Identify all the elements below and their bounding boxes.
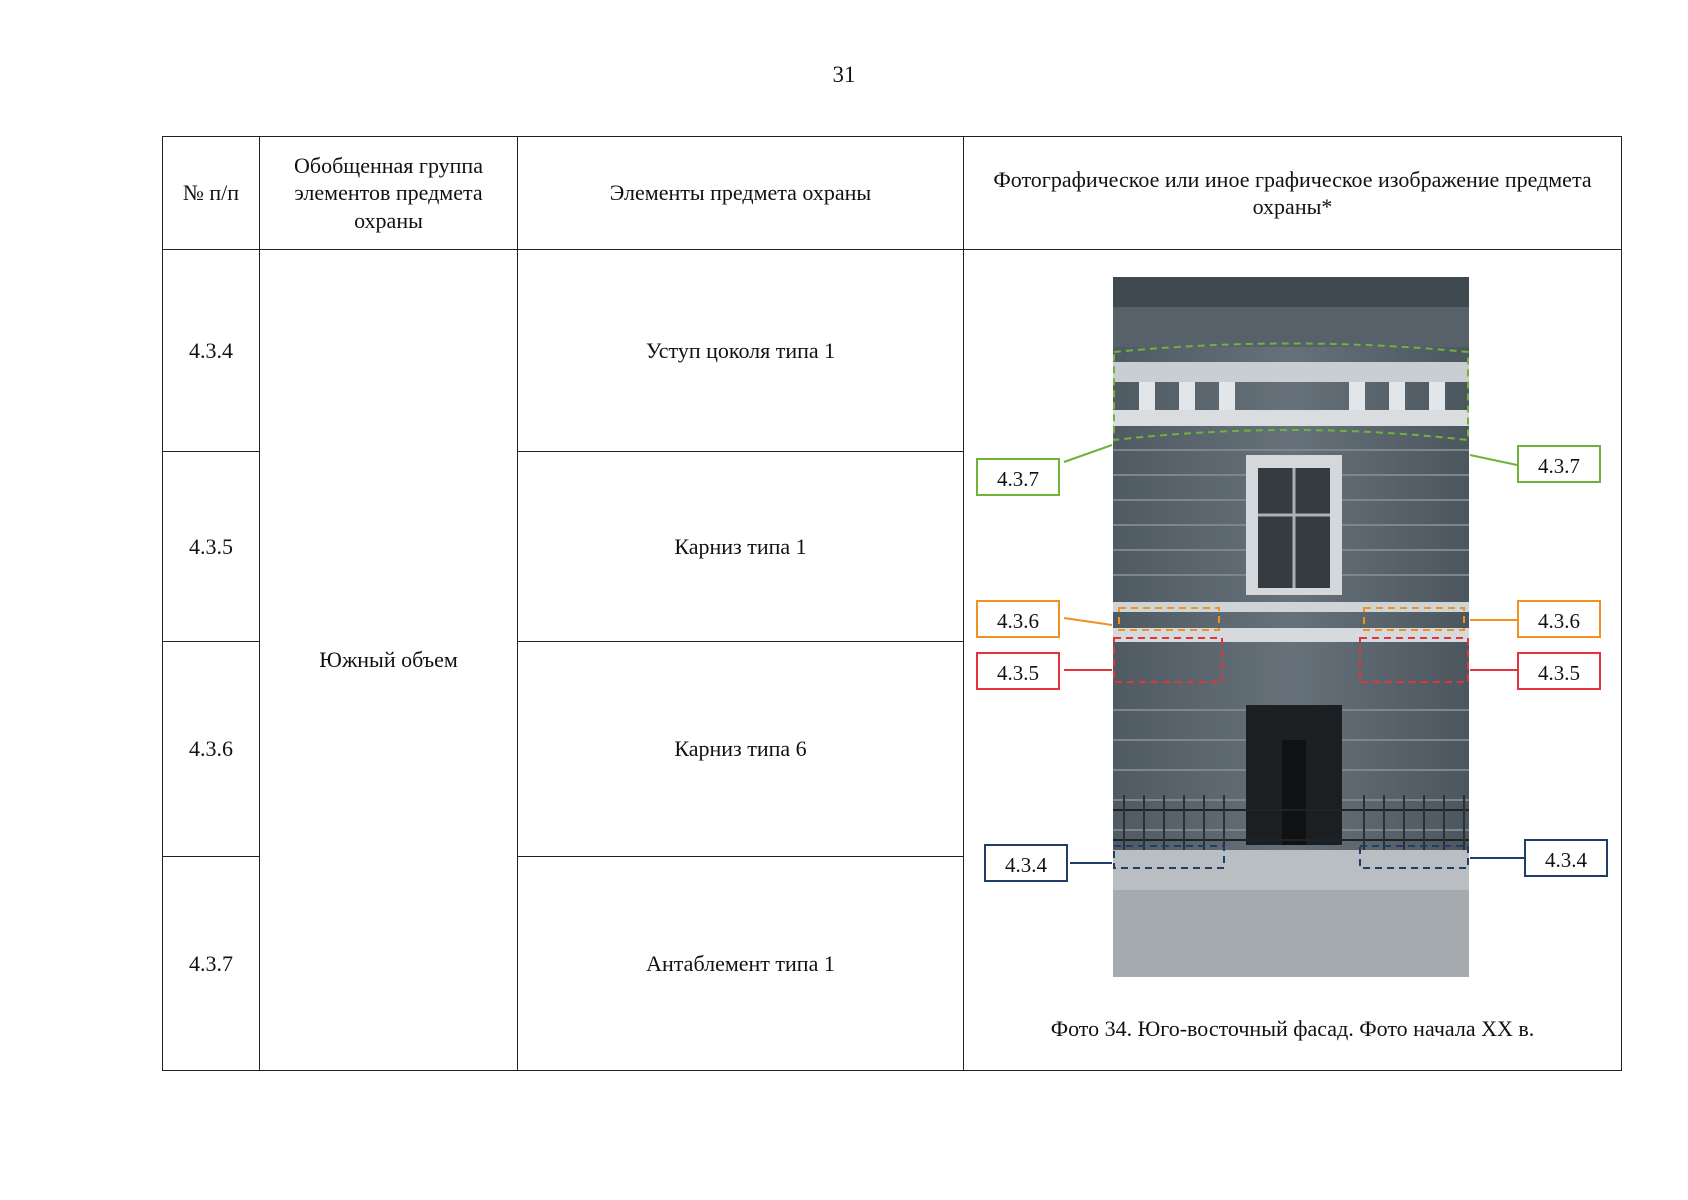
header-group: Обобщенная группа элементов предмета охр… xyxy=(259,135,518,251)
photo-caption: Фото 34. Юго-восточный фасад. Фото начал… xyxy=(1050,1015,1535,1041)
header-image: Фотографическое или иное графическое изо… xyxy=(963,135,1622,251)
row-num: 4.3.4 xyxy=(162,249,260,452)
callout-left-434: 4.3.4 xyxy=(984,844,1068,883)
callout-left-436: 4.3.6 xyxy=(976,600,1060,639)
row-num: 4.3.6 xyxy=(162,640,260,858)
callout-right-435: 4.3.5 xyxy=(1517,652,1601,691)
header-elements: Элементы предмета охраны xyxy=(517,135,964,251)
group-cell: Южный объем xyxy=(259,249,518,1071)
facade-photo xyxy=(1063,277,1524,978)
table-row: 4.3.4 Южный объем Уступ цоколя типа 1 xyxy=(162,249,1622,1071)
row-num: 4.3.7 xyxy=(162,856,260,1071)
table-row: 4.3.6 Карниз типа 6 xyxy=(162,640,1622,858)
header-num: № п/п xyxy=(162,135,260,251)
table-row: 4.3.7 Антаблемент типа 1 xyxy=(162,856,1622,1071)
table-row: 4.3.5 Карниз типа 1 xyxy=(162,451,1622,642)
callout-left-435: 4.3.5 xyxy=(976,652,1060,691)
row-element: Карниз типа 1 xyxy=(517,451,964,642)
callout-right-436: 4.3.6 xyxy=(1517,600,1601,639)
row-element: Антаблемент типа 1 xyxy=(517,856,964,1071)
photo-cell: 4.3.7 4.3.7 4.3.6 4.3.6 4.3.5 4.3.5 4.3.… xyxy=(963,249,1622,1071)
heritage-table: № п/п Обобщенная группа элементов предме… xyxy=(162,135,1622,1071)
callout-right-437: 4.3.7 xyxy=(1517,445,1601,484)
page-number: 31 xyxy=(832,62,856,87)
table-header-row: № п/п Обобщенная группа элементов предме… xyxy=(162,135,1622,251)
callout-left-437: 4.3.7 xyxy=(976,458,1060,497)
callout-right-434: 4.3.4 xyxy=(1524,839,1608,878)
row-element: Карниз типа 6 xyxy=(517,640,964,858)
row-num: 4.3.5 xyxy=(162,451,260,642)
row-element: Уступ цоколя типа 1 xyxy=(517,249,964,452)
